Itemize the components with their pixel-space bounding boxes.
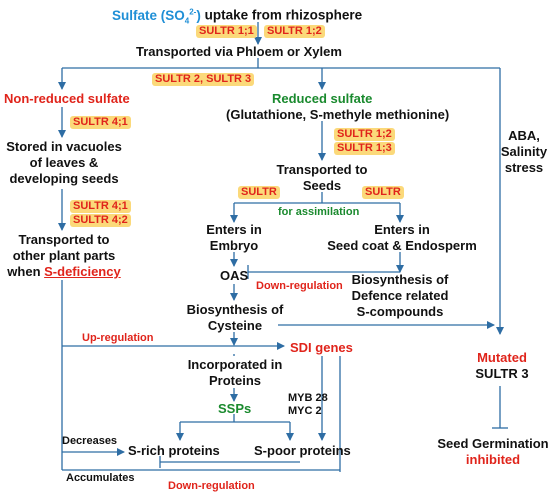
germ-line-1: Seed Germination	[437, 436, 549, 451]
tag-sultr-right: SULTR	[362, 186, 404, 199]
incorporated-label: Incorporated in Proteins	[180, 357, 290, 389]
transported-seeds-line-2: Seeds	[302, 178, 342, 193]
reduced-sub-label: (Glutathione, S-methyle methionine)	[226, 107, 450, 122]
aba-label: ABA, Salinity stress	[500, 128, 548, 176]
tag-sultr2-3: SULTR 2, SULTR 3	[152, 73, 255, 86]
embryo-label: Enters in Embryo	[186, 222, 282, 254]
mutated-line: Mutated	[477, 350, 527, 365]
sulfate-label: Sulfate (SO42-)	[112, 7, 201, 26]
defence-label: Biosynthesis of Defence related S-compou…	[340, 272, 460, 320]
aba-line-2: Salinity	[500, 144, 548, 159]
tag-sultr13: SULTR 1;3	[334, 142, 395, 155]
s-rich-proteins-label: S-rich proteins	[128, 443, 220, 458]
transported-seeds-label: Transported to Seeds	[272, 162, 372, 194]
title-rest: uptake from rhizosphere	[200, 7, 363, 23]
up-regulation-label: Up-regulation	[82, 332, 154, 344]
defence-line-3: S-compounds	[356, 304, 444, 319]
tag-sultr12-r: SULTR 1;2	[334, 128, 395, 141]
stored-line-2: of leaves &	[29, 155, 99, 170]
biosyn-cysteine-label: Biosynthesis of Cysteine	[180, 302, 290, 334]
tag-sultr-left: SULTR	[238, 186, 280, 199]
decreases-label: Decreases	[62, 435, 118, 447]
defence-line-2: Defence related	[351, 288, 449, 303]
seed-germination-label: Seed Germination inhibited	[436, 436, 550, 468]
reduced-label: Reduced sulfate	[272, 91, 373, 106]
aba-line-3: stress	[504, 160, 544, 175]
s-deficiency-label: S-deficiency	[44, 264, 121, 279]
tag-sultr41-b: SULTR 4;1	[70, 200, 131, 213]
stored-line-3: developing seeds	[9, 171, 119, 186]
diagram-title: Sulfate (SO42-) uptake from rhizosphere	[112, 4, 362, 29]
down-regulation-label-2: Down-regulation	[168, 480, 255, 492]
incorporated-line-2: Proteins	[208, 373, 261, 388]
myc2-label: MYC 2	[288, 405, 322, 417]
accumulates-label: Accumulates	[66, 472, 135, 484]
other-line-3: when S-deficiency	[4, 264, 124, 280]
seedcoat-label: Enters in Seed coat & Endosperm	[322, 222, 482, 254]
transported-seeds-line-1: Transported to	[276, 162, 368, 177]
other-parts-label: Transported to other plant parts when S-…	[4, 232, 124, 280]
ssps-label: SSPs	[218, 401, 252, 416]
embryo-line-2: Embryo	[209, 238, 259, 253]
phloem-label: Transported via Phloem or Xylem	[136, 44, 342, 59]
sdi-genes-label: SDI genes	[290, 340, 353, 355]
tag-sultr42: SULTR 4;2	[70, 214, 131, 227]
tag-sultr11: SULTR 1;1	[196, 25, 257, 38]
biosyn-cys-line-2: Cysteine	[207, 318, 263, 333]
germ-line-2: inhibited	[465, 452, 521, 467]
incorporated-line-1: Incorporated in	[187, 357, 283, 372]
other-line-2: other plant parts	[12, 248, 116, 263]
defence-line-1: Biosynthesis of	[351, 272, 449, 287]
non-reduced-label: Non-reduced sulfate	[4, 91, 130, 106]
seedcoat-line-2: Seed coat & Endosperm	[327, 238, 477, 253]
for-assimilation-label: for assimilation	[278, 206, 360, 218]
down-regulation-label-1: Down-regulation	[256, 280, 343, 292]
myb28-label: MYB 28	[288, 392, 328, 404]
seedcoat-line-1: Enters in	[374, 222, 430, 237]
stored-label: Stored in vacuoles of leaves & developin…	[4, 139, 124, 187]
sultr3-line: SULTR 3	[475, 366, 529, 381]
stored-line-1: Stored in vacuoles	[6, 139, 122, 154]
aba-line-1: ABA,	[508, 128, 540, 143]
tag-sultr12-top: SULTR 1;2	[264, 25, 325, 38]
tag-sultr41-a: SULTR 4;1	[70, 116, 131, 129]
other-line-1: Transported to	[18, 232, 110, 247]
other-line-3-prefix: when	[7, 264, 45, 279]
oas-label: OAS	[220, 268, 249, 283]
mutated-sultr3-label: Mutated SULTR 3	[464, 350, 540, 382]
biosyn-cys-line-1: Biosynthesis of	[186, 302, 284, 317]
s-poor-proteins-label: S-poor proteins	[254, 443, 351, 458]
embryo-line-1: Enters in	[206, 222, 262, 237]
